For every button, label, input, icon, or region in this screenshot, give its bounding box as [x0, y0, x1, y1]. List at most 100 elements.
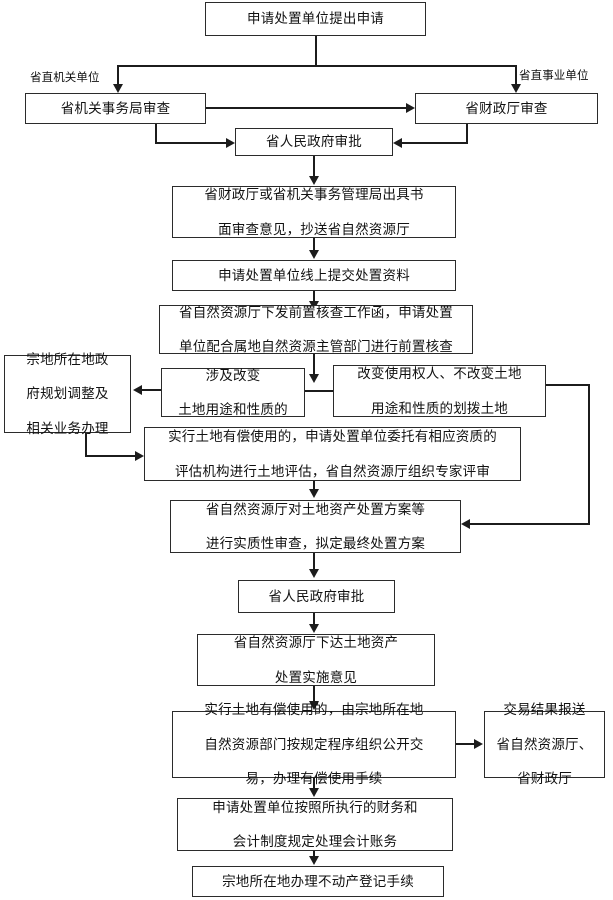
connector-n3-to-n4-horz [402, 142, 468, 144]
arrow-n15-to-n17 [309, 788, 319, 797]
node-label-line1: 省财政厅或省机关事务管理局出具书 [204, 187, 424, 203]
node-label: 省人民政府审批 [268, 588, 365, 604]
connector-n3-to-n4-vert [466, 124, 468, 144]
node-real-estate-registration: 宗地所在地办理不动产登记手续 [192, 866, 444, 897]
connector-split-left-drop [117, 65, 119, 86]
arrow-n2-to-n3 [406, 103, 415, 113]
connector-n6-to-n7 [313, 291, 315, 303]
node-label: 省自然资源厅对土地资产处置方案等 进行实质性审查，拟定最终处置方案 [174, 501, 457, 553]
node-application-submitted: 申请处置单位提出申请 [205, 2, 426, 36]
node-label-line2: 评估机构进行土地评估，省自然资源厅组织专家评审 [174, 463, 491, 479]
node-label-line2: 省自然资源厅、 [496, 736, 593, 752]
edge-label-provincial-organ-unit: 省直机关单位 [30, 69, 100, 85]
arrow-n14-to-n15 [309, 701, 319, 710]
connector-n2-to-n4-vert [155, 124, 157, 144]
node-local-government-planning-adjustment: 宗地所在地政 府规划调整及 相关业务办理 [4, 352, 131, 436]
connector-right-rail-vert [588, 384, 590, 525]
arrow-n2-to-n4 [226, 138, 235, 148]
node-label-line2: 进行实质性审查，拟定最终处置方案 [205, 536, 426, 552]
arrow-n9-to-n8 [133, 385, 142, 395]
node-written-review-opinion: 省财政厅或省机关事务管理局出具书 面审查意见，抄送省自然资源厅 [172, 186, 456, 238]
connector-n15-to-n16 [456, 743, 475, 745]
node-label: 省机关事务局审查 [60, 100, 171, 116]
node-label: 宗地所在地政 府规划调整及 相关业务办理 [8, 351, 127, 437]
node-substantive-review-final-plan: 省自然资源厅对土地资产处置方案等 进行实质性审查，拟定最终处置方案 [170, 500, 461, 553]
node-label-line1: 宗地所在地政 [26, 351, 109, 367]
node-public-transaction: 实行土地有偿使用的，由宗地所在地 自然资源部门按规定程序组织公开交 易，办理有偿… [172, 702, 456, 786]
edge-label-provincial-institution-unit: 省直事业单位 [519, 67, 589, 83]
arrow-n4-to-n5 [309, 176, 319, 185]
node-label: 省自然资源厅下发前置核查工作函，申请处置 单位配合属地自然资源主管部门进行前置核… [163, 304, 469, 356]
node-label-line1: 改变使用权人、不改变土地 [357, 366, 522, 382]
node-label-line1: 实行土地有偿使用的，申请处置单位委托有相应资质的 [168, 429, 497, 445]
node-provincial-government-approval-2: 省人民政府审批 [238, 580, 395, 613]
node-accounting-treatment: 申请处置单位按照所执行的财务和 会计制度规定处理会计账务 [177, 798, 453, 851]
node-change-land-use-nature: 涉及改变 土地用途和性质的 [161, 368, 305, 417]
node-transaction-result-report: 交易结果报送 省自然资源厅、 省财政厅 [484, 702, 605, 786]
node-label: 改变使用权人、不改变土地 用途和性质的划拨土地 [337, 365, 542, 417]
connector-n11-to-n12 [313, 481, 315, 491]
node-online-submission: 申请处置单位线上提交处置资料 [172, 260, 456, 291]
node-land-appraisal: 实行土地有偿使用的，申请处置单位委托有相应资质的 评估机构进行土地评估，省自然资… [144, 427, 521, 481]
connector-n4-to-n5 [313, 156, 315, 178]
arrow-n8-to-n11 [135, 451, 144, 461]
arrow-n7-branch [309, 374, 319, 383]
edge-label-text: 省直机关单位 [30, 72, 100, 84]
connector-n2-to-n4-horz [155, 142, 227, 144]
node-label-line2: 面审查意见，抄送省自然资源厅 [218, 221, 410, 237]
node-label-line1: 涉及改变 [205, 367, 261, 383]
node-label-line1: 省自然资源厅下发前置核查工作函，申请处置 [179, 304, 453, 320]
node-label: 宗地所在地办理不动产登记手续 [222, 873, 414, 889]
arrow-n3-to-n4 [393, 138, 402, 148]
node-transfer-allocated-land: 改变使用权人、不改变土地 用途和性质的划拨土地 [333, 365, 546, 417]
arrow-rail-to-n12 [461, 519, 470, 529]
node-label-line2: 用途和性质的划拨土地 [371, 400, 508, 416]
node-label-line1: 实行土地有偿使用的，由宗地所在地 [204, 702, 424, 718]
node-label-line3: 易，办理有偿使用手续 [245, 771, 383, 787]
node-label: 申请处置单位线上提交处置资料 [218, 267, 410, 283]
node-provincial-government-approval-1: 省人民政府审批 [235, 128, 393, 156]
node-label: 交易结果报送 省自然资源厅、 省财政厅 [488, 701, 601, 787]
connector-n1-stem [315, 36, 317, 66]
node-label: 申请处置单位按照所执行的财务和 会计制度规定处理会计账务 [181, 799, 449, 851]
node-label: 实行土地有偿使用的，由宗地所在地 自然资源部门按规定程序组织公开交 易，办理有偿… [176, 701, 452, 787]
node-label-line1: 省自然资源厅对土地资产处置方案等 [205, 501, 426, 517]
node-label-line1: 交易结果报送 [503, 702, 586, 718]
arrow-to-node3 [511, 84, 521, 93]
node-organ-affairs-bureau-review: 省机关事务局审查 [25, 93, 206, 124]
connector-n5-to-n6 [313, 238, 315, 252]
node-label-line3: 省财政厅 [517, 771, 572, 787]
node-label-line2: 土地用途和性质的 [178, 402, 288, 418]
node-pre-verification-letter: 省自然资源厅下发前置核查工作函，申请处置 单位配合属地自然资源主管部门进行前置核… [159, 305, 473, 354]
arrow-n13-to-n14 [309, 624, 319, 633]
connector-right-rail-in [470, 523, 590, 525]
node-label-line2: 自然资源部门按规定程序组织公开交 [204, 736, 424, 752]
arrow-n17-to-n18 [309, 856, 319, 865]
node-finance-department-review: 省财政厅审查 [415, 93, 598, 124]
arrow-to-node2 [113, 84, 123, 93]
arrow-n11-to-n12 [309, 489, 319, 498]
connector-n8-to-n11-vert [85, 433, 87, 457]
connector-n17-to-n18 [313, 851, 315, 858]
arrow-n15-to-n16 [474, 739, 483, 749]
node-label-line1: 省自然资源厅下达土地资产 [233, 635, 399, 651]
node-label-line2: 单位配合属地自然资源主管部门进行前置核查 [179, 339, 453, 355]
connector-n15-to-n17 [313, 778, 315, 790]
node-label-line3: 相关业务办理 [26, 420, 109, 436]
connector-n13-to-n14 [313, 613, 315, 626]
connector-branch-bar-left [303, 390, 337, 392]
arrow-n5-to-n6 [309, 250, 319, 259]
node-label: 涉及改变 土地用途和性质的 [165, 367, 301, 419]
node-label: 省财政厅或省机关事务管理局出具书 面审查意见，抄送省自然资源厅 [176, 186, 452, 238]
arrow-n12-to-n13 [309, 569, 319, 578]
node-label-line2: 处置实施意见 [274, 669, 358, 685]
node-label-line2: 府规划调整及 [26, 386, 109, 402]
node-implementation-opinion: 省自然资源厅下达土地资产 处置实施意见 [197, 634, 435, 686]
connector-n14-to-n15 [313, 686, 315, 703]
connector-n10-rail-out [546, 384, 590, 386]
connector-n12-to-n13 [313, 553, 315, 571]
connector-split-right-drop [515, 65, 517, 86]
node-label-line1: 申请处置单位按照所执行的财务和 [212, 799, 418, 815]
connector-split-bar [117, 65, 516, 67]
